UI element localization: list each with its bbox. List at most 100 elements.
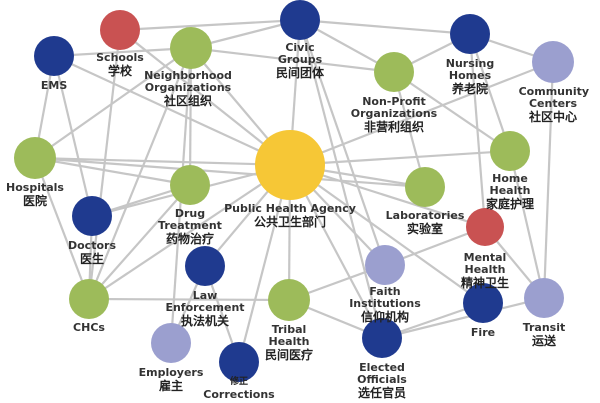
label-en: Public Health Agency [224,202,356,215]
edge-neighborhood-nonprofit [190,46,395,74]
label-zh: 药物治疗 [165,232,215,246]
label-zh: 社区中心 [528,110,578,124]
edge-civic-faith [298,19,387,266]
edge-publichealth-chcs [88,164,291,300]
label-en: Doctors [67,239,116,252]
label-en: Elected Officials [357,361,407,386]
label-ems: EMS [41,80,67,92]
label-en: Non-Profit Organizations [350,95,438,120]
edge-hospitals-labs [34,156,426,189]
label-zh: 信仰机构 [360,310,410,324]
edge-chcs-tribal [88,297,290,302]
label-zh: 运送 [531,334,557,348]
label-en: EMS [40,79,68,92]
node-nursing [450,14,490,54]
node-transit [524,278,564,318]
edge-drug-chcs [88,184,191,300]
label-en: Law Enforcement [165,289,245,314]
label-en: Corrections [203,388,275,401]
node-hospitals [14,137,56,179]
node-publichealth [255,130,325,200]
edge-schools-publichealth [119,29,291,166]
node-labs [405,167,445,207]
node-fire [463,283,503,323]
label-zh: 民间医疗 [264,348,314,362]
node-neighborhood [170,27,212,69]
label-en: Schools [96,51,144,64]
edge-ems-doctors [52,55,94,217]
label-en: Hospitals [6,181,64,194]
label-en: Drug Treatment [158,207,222,232]
node-schools [100,10,140,50]
node-faith [365,245,405,285]
edge-civic-nursing [299,18,471,36]
edge-schools-chcs [87,29,122,300]
label-zh: 精神卫生 [460,276,510,290]
edge-schools-civic [119,18,301,32]
edge-community-transit [542,61,555,299]
node-community [532,41,574,83]
label-en: Faith Institutions [349,285,421,310]
edge-hospitals-drug [34,156,191,187]
edge-publichealth-homehealth [289,149,511,167]
label-en: Tribal Health [268,323,310,348]
edge-ems-publichealth [53,55,291,166]
label-zh: 修正 [229,377,249,387]
node-ems [34,36,74,76]
label-en: Nursing Homes [445,57,495,82]
node-doctors [72,196,112,236]
edge-homehealth-transit [508,150,546,299]
label-en: Transit [522,321,566,334]
label-zh: 学校 [107,64,133,78]
edge-hospitals-publichealth [34,156,291,167]
node-civic [280,0,320,40]
edge-elected-transit [381,296,545,340]
label-en: Home Health [489,172,531,197]
label-en: Neighborhood Organizations [144,69,232,94]
label-zh: 执法机关 [180,314,229,328]
edge-civic-elected [298,19,384,339]
label-fire: Fire [466,327,500,339]
label-en: CHCs [73,321,105,334]
label-zh: 实验室 [406,222,444,236]
edge-nursing-mental [468,33,487,228]
label-en: Community Centers [518,85,590,110]
label-en: Laboratories [385,209,465,222]
node-nonprofit [374,52,414,92]
node-tribal [268,279,310,321]
edge-publichealth-fire [289,164,484,304]
label-en: Fire [470,326,496,339]
label-zh: 医生 [79,252,105,266]
label-zh: 公共卫生部门 [253,215,326,229]
node-elected [362,318,402,358]
node-employers [151,323,191,363]
edge-neighborhood-hospitals [34,47,192,159]
node-mental [466,208,504,246]
edge-nursing-homehealth [468,33,512,152]
edge-neighborhood-chcs [87,47,193,300]
label-chcs: CHCs [72,322,106,334]
label-zh: 家庭护理 [485,197,535,211]
label-zh: 医院 [22,194,47,208]
label-zh: 非营利组织 [363,120,424,134]
label-en: Mental Health [463,251,507,276]
edge-community-publichealth [289,60,554,167]
label-zh: 雇主 [158,379,183,393]
